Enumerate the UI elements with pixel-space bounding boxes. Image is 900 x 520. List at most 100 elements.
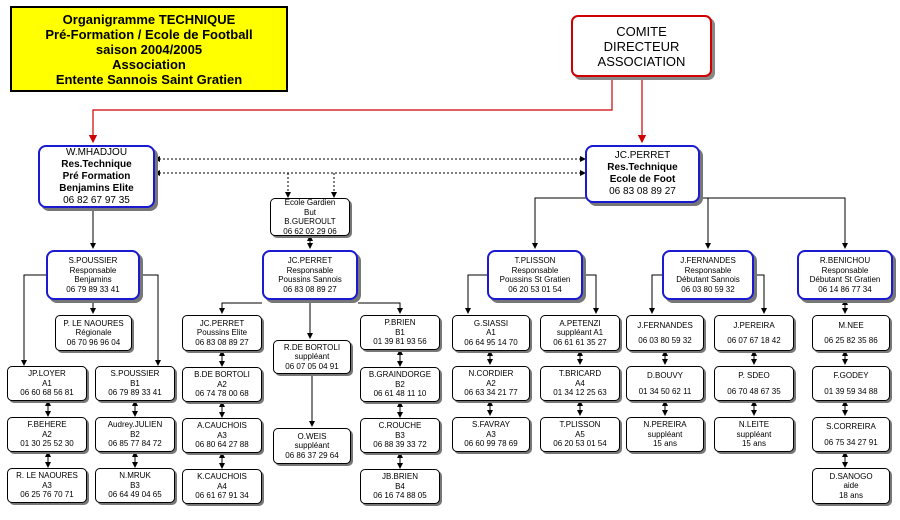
node-role: suppléant: [294, 441, 330, 451]
node-name: P. LE NAOURES: [63, 318, 124, 328]
node-category: Poussins Sannois: [278, 275, 342, 284]
node-name: D.SANOGO: [829, 471, 873, 481]
node-phone: 06 62 02 29 06: [283, 226, 337, 236]
node-phone: 06 61 67 91 34: [195, 491, 249, 501]
node-phone: 06 83 08 89 27: [609, 186, 676, 197]
node-phone: 06 07 67 18 42: [727, 336, 781, 345]
node-phone: 06 75 34 27 91: [824, 437, 878, 447]
node-category: B3: [130, 480, 140, 490]
node-phone: 06 85 77 84 72: [108, 439, 162, 449]
node-role: Régionale: [75, 328, 112, 338]
node-name: S.FAVRAY: [472, 420, 510, 430]
comite-directeur-node: COMITE DIRECTEUR ASSOCIATION: [571, 15, 712, 77]
node-name: T.PLISSON: [559, 420, 601, 430]
node-phone: 06 25 82 35 86: [824, 336, 878, 345]
node-nleite: N.LEITE suppléant 15 ans: [714, 417, 794, 452]
node-mhadjou: W.MHADJOU Res.Technique Pré Formation Be…: [38, 145, 155, 208]
node-phone: 06 61 48 11 10: [373, 389, 427, 399]
node-phone: 06 74 78 00 68: [195, 389, 249, 399]
node-phone: 01 39 81 93 56: [373, 337, 427, 347]
node-phone: 06 70 48 67 35: [727, 386, 781, 396]
node-phone: 06 83 08 89 27: [283, 284, 337, 294]
node-category: A3: [486, 429, 496, 439]
node-role: Res.Technique: [61, 158, 132, 170]
node-spoussier-resp: S.POUSSIER Responsable Benjamins 06 79 8…: [46, 250, 140, 300]
node-phone: 06 63 34 21 77: [464, 388, 518, 398]
node-age: 18 ans: [838, 490, 864, 500]
node-name: K.CAUCHOIS: [197, 472, 247, 482]
node-phone: 06 79 89 33 41: [66, 284, 120, 294]
node-phone: 06 64 95 14 70: [464, 337, 518, 347]
node-role: Ecole de Foot: [609, 174, 676, 185]
node-kcauchois: K.CAUCHOIS A4 06 61 67 91 34: [182, 469, 262, 504]
node-spoussier-b1: S.POUSSIER B1 06 79 89 33 41: [95, 366, 175, 401]
node-name: JC.PERRET: [199, 318, 245, 328]
node-name: JC.PERRET: [287, 256, 333, 265]
node-name: R. LE NAOURES: [16, 471, 78, 481]
title-line: saison 2004/2005: [95, 41, 203, 57]
node-category: A1: [42, 378, 52, 388]
node-phone: 06 03 80 59 32: [638, 336, 692, 345]
node-phone: 01 30 25 52 30: [20, 439, 74, 449]
node-rdebortoli: R.DE BORTOLI suppléant 06 07 05 04 91: [273, 340, 351, 374]
node-name: B.GUEROULT: [284, 217, 336, 226]
node-role: suppléant: [647, 429, 683, 439]
comite-line: DIRECTEUR: [603, 38, 680, 54]
node-sanogo: D.SANOGO aide 18 ans: [812, 468, 890, 504]
node-phone: 01 34 12 25 63: [553, 388, 607, 398]
node-phone: 06 61 61 35 27: [553, 337, 607, 347]
node-rouche: C.ROUCHE B3 06 88 39 33 72: [360, 418, 440, 453]
node-category: B4: [395, 481, 405, 491]
node-debortoli-a2: B.DE BORTOLI A2 06 74 78 00 68: [182, 367, 262, 402]
node-category: A4: [217, 481, 227, 491]
node-behere: F.BEHERE A2 01 30 25 52 30: [7, 417, 87, 452]
title-line: Pré-Formation / Ecole de Football: [45, 26, 253, 42]
node-name: J.FERNANDES: [637, 320, 693, 330]
node-phone: 06 64 49 04 65: [108, 490, 162, 500]
node-name: JB.BRIEN: [381, 472, 418, 482]
node-phone: 06 60 99 78 69: [464, 439, 518, 449]
node-pbrien: P.BRIEN B1 01 39 81 93 56: [360, 315, 440, 350]
node-phone: 06 16 74 88 05: [373, 491, 427, 501]
node-name: C.ROUCHE: [378, 421, 422, 431]
node-tplisson-a5: T.PLISSON A5 06 20 53 01 54: [540, 417, 620, 452]
node-category: Benjamins: [74, 275, 112, 284]
node-name: G.SIASSI: [473, 318, 509, 328]
node-npereira: N.PEREIRA suppléant 15 ans: [626, 417, 704, 452]
node-name: S.CORREIRA: [826, 422, 876, 431]
node-name: R.DE BORTOLI: [283, 342, 341, 352]
node-category: A2: [217, 379, 227, 389]
node-phone: 06 79 89 33 41: [108, 388, 162, 398]
node-phone: 01 34 50 62 11: [638, 386, 692, 396]
title-line: Association: [112, 56, 186, 72]
node-correira: S.CORREIRA 06 75 34 27 91: [812, 417, 890, 452]
title-line: Organigramme TECHNIQUE: [62, 11, 236, 27]
node-mnee: M.NEE 06 25 82 35 86: [812, 315, 890, 351]
node-phone: 06 70 96 96 04: [66, 337, 121, 347]
node-name: W.MHADJOU: [65, 146, 128, 158]
node-jcperret-elite: JC.PERRET Poussins Elite 06 83 08 89 27: [182, 315, 262, 351]
node-category: A3: [42, 480, 52, 490]
comite-line: COMITE: [616, 23, 667, 39]
node-role: But: [303, 207, 316, 217]
node-oweis: O.WEIS suppléant 06 86 37 29 64: [273, 428, 351, 464]
node-name: J.FERNANDES: [680, 256, 736, 265]
node-phone: 06 20 53 01 54: [553, 439, 607, 449]
node-phone: 06 80 64 27 88: [195, 440, 249, 450]
node-category: A4: [575, 378, 585, 388]
node-role: suppléant: [294, 352, 330, 362]
node-name: D.BOUVY: [646, 371, 683, 380]
node-rnaoures: R. LE NAOURES A3 06 25 76 70 71: [7, 468, 87, 503]
node-bricard: T.BRICARD A4 01 34 12 25 63: [540, 366, 620, 401]
node-phone: 06 60 68 56 81: [20, 388, 74, 398]
node-name: B.DE BORTOLI: [194, 370, 250, 380]
node-name: O.WEIS: [297, 431, 327, 441]
node-role: Responsable: [684, 265, 732, 275]
node-siassi: G.SIASSI A1 06 64 95 14 70: [452, 315, 530, 351]
node-acauchois: A.CAUCHOIS A3 06 80 64 27 88: [182, 418, 262, 453]
node-name: JP.LOYER: [28, 369, 66, 379]
node-category: A1: [486, 328, 496, 338]
comite-line: ASSOCIATION: [597, 53, 686, 69]
node-favray: S.FAVRAY A3 06 60 99 78 69: [452, 417, 530, 452]
